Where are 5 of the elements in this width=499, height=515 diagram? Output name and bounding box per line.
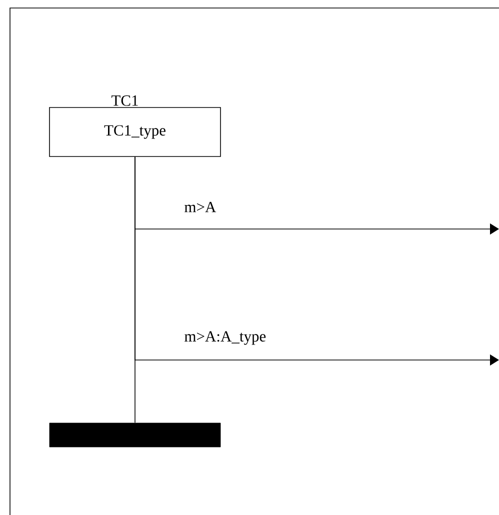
message-label: m>A (184, 202, 216, 212)
end-bar (49, 422, 221, 448)
instance-name: TC1 (112, 95, 138, 106)
instance-box: TC1_type (49, 107, 221, 157)
message-label: m>A:A_type (184, 331, 266, 345)
